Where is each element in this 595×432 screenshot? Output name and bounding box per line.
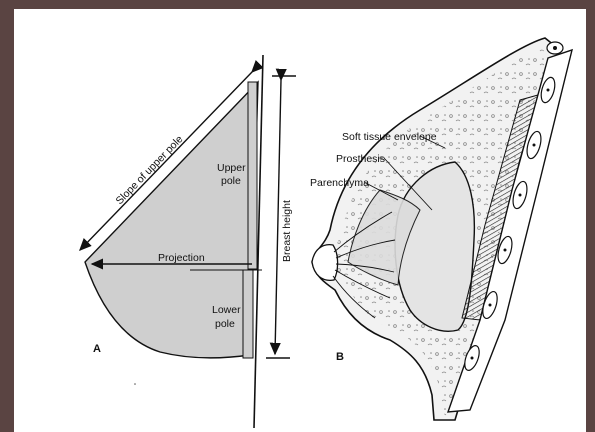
- panel-letter-a: A: [93, 343, 101, 355]
- upper-pole-box: [248, 82, 257, 269]
- figure-b: Soft tissue envelope Prosthesis Parenchy…: [310, 38, 572, 420]
- upper-pole-label-line2: pole: [221, 175, 241, 187]
- panel-letter-b: B: [336, 351, 344, 363]
- breast-silhouette-a: [85, 82, 258, 358]
- parenchyma-label: Parenchyma: [310, 177, 369, 189]
- soft-tissue-label: Soft tissue envelope: [342, 131, 437, 143]
- stray-dot: [134, 383, 136, 385]
- nipple: [312, 245, 338, 281]
- lower-pole-label-line2: pole: [215, 318, 235, 330]
- figure-a: Slope of upper pole Upper pole Projectio…: [80, 55, 296, 428]
- prosthesis-label: Prosthesis: [336, 153, 385, 165]
- lower-pole-label-line1: Lower: [212, 304, 241, 316]
- upper-pole-label-line1: Upper: [217, 162, 246, 174]
- projection-label: Projection: [158, 252, 205, 264]
- breast-height-label: Breast height: [281, 200, 293, 262]
- lower-pole-box: [243, 270, 253, 358]
